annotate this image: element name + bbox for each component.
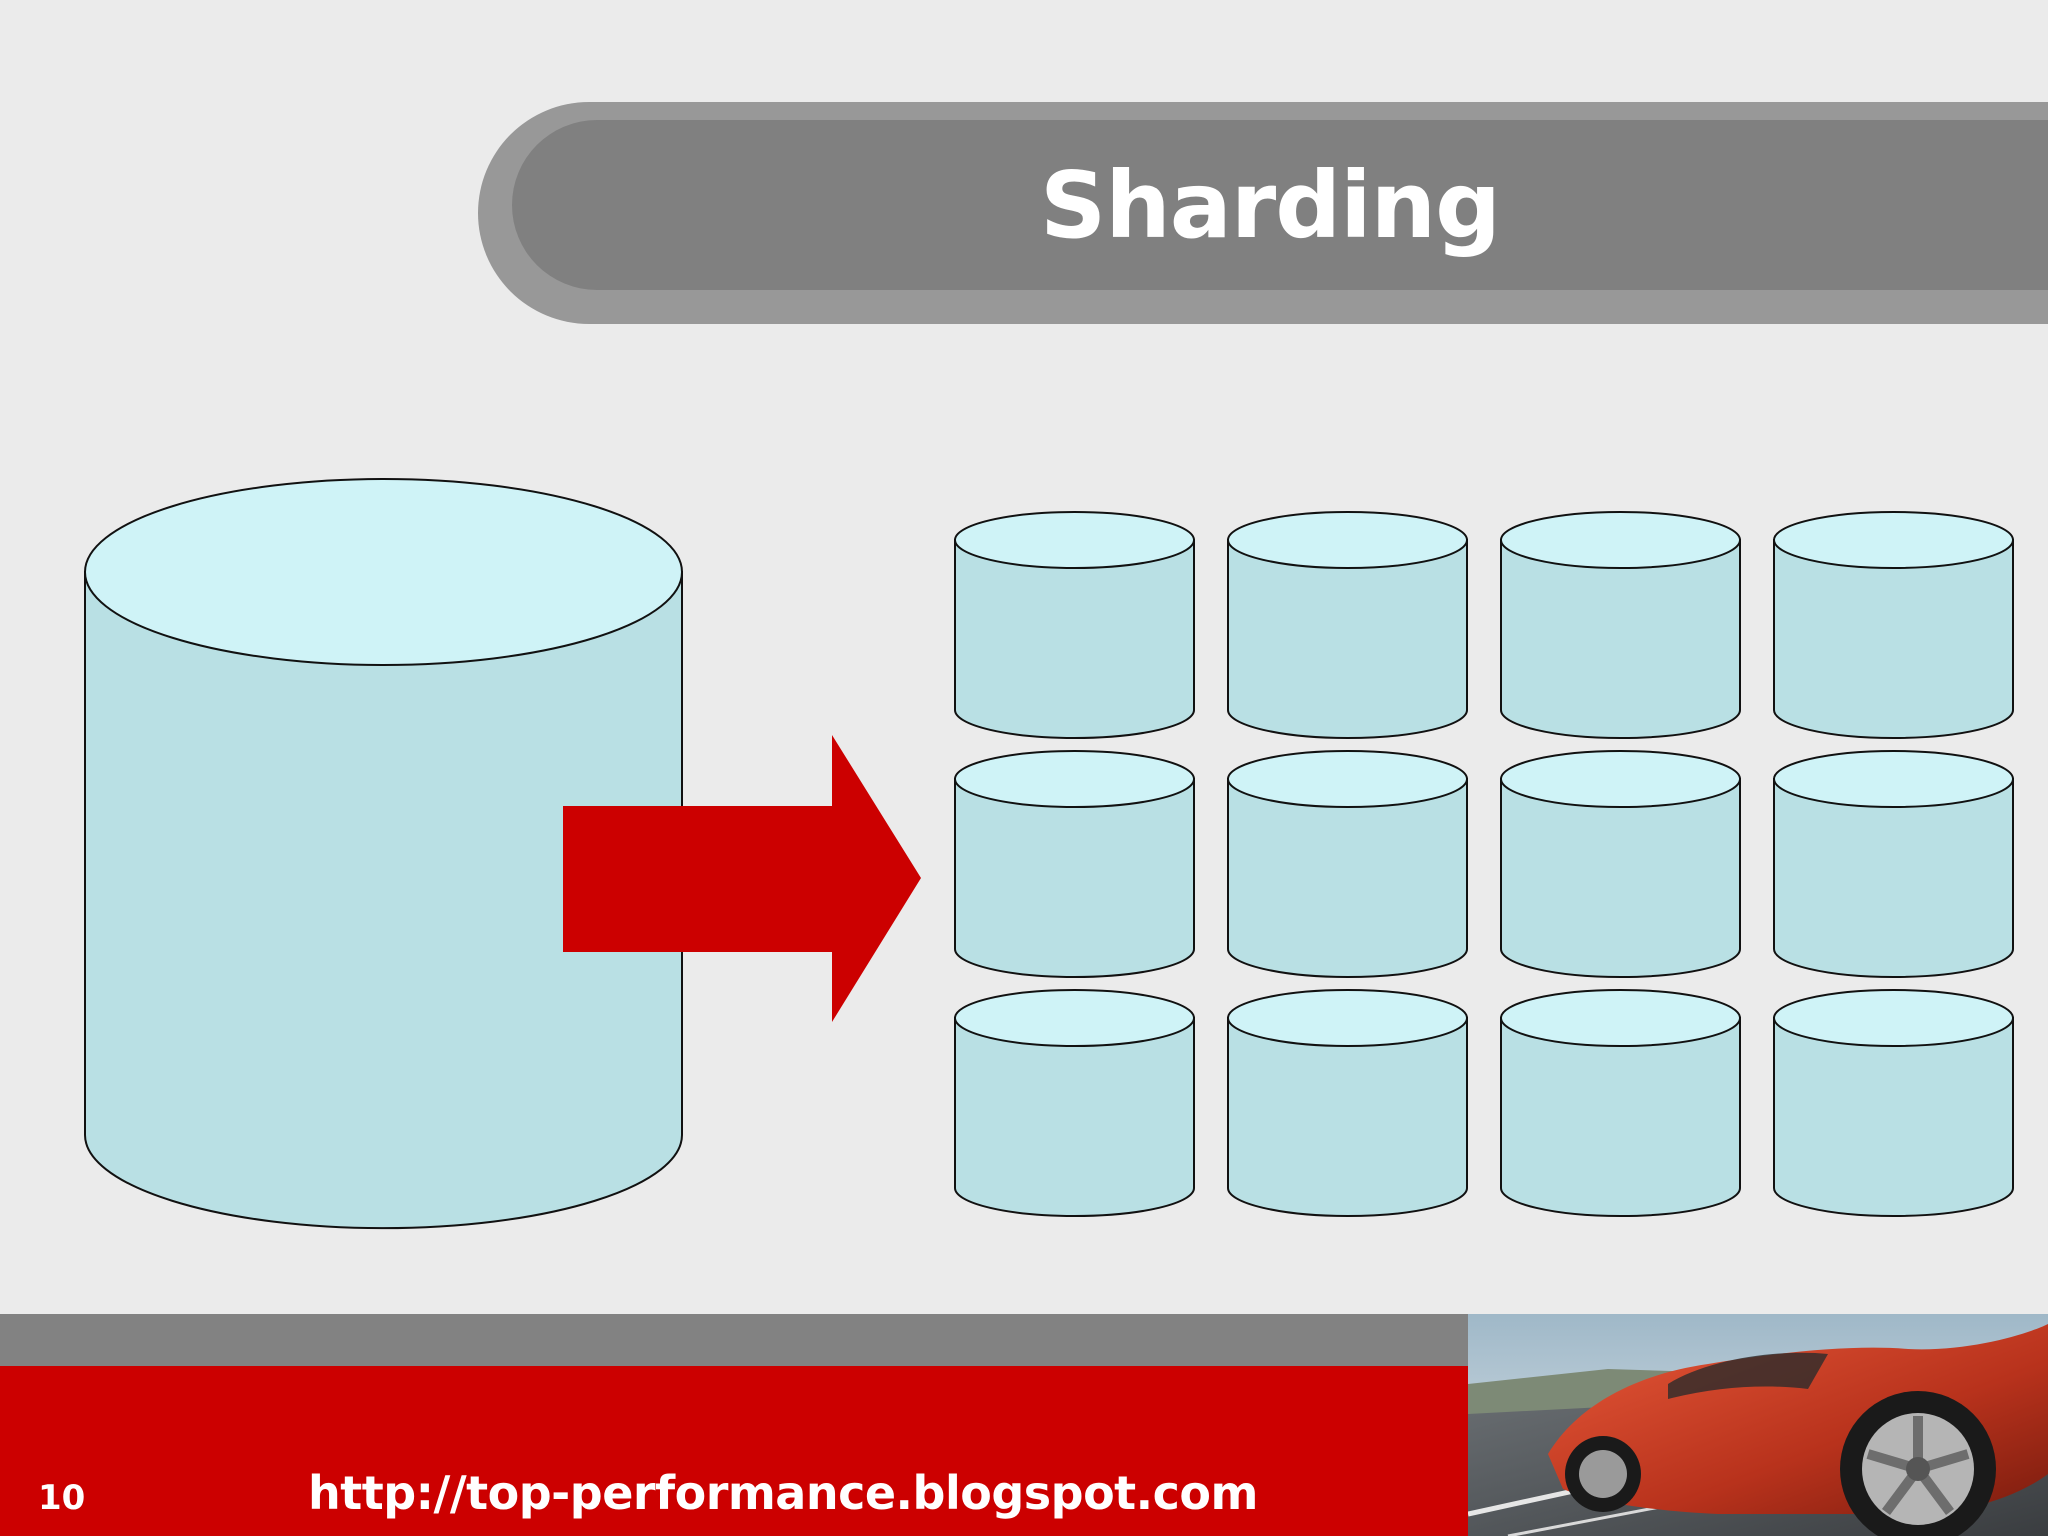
arrow-right-icon (563, 735, 921, 1022)
shard-database-icon (1227, 511, 1468, 739)
shard-database-icon (1773, 511, 2014, 739)
shard-database-icon (1773, 750, 2014, 978)
shard-database-icon (954, 989, 1195, 1217)
footer-gray-band (0, 1314, 1470, 1366)
shard-database-icon (1227, 989, 1468, 1217)
shard-database-icon (1773, 989, 2014, 1217)
page-number: 10 (38, 1478, 86, 1518)
footer-url: http://top-performance.blogspot.com (308, 1466, 1258, 1520)
footer-red-band (0, 1366, 1470, 1536)
shard-database-icon (954, 750, 1195, 978)
title-bar (512, 120, 2048, 290)
shard-database-icon (1500, 989, 1741, 1217)
shard-grid (954, 511, 2014, 1217)
sports-car-photo (1468, 1314, 2048, 1536)
large-database-icon (84, 478, 683, 1230)
slide-title: Sharding (1040, 151, 1501, 259)
shard-database-icon (1500, 511, 1741, 739)
shard-database-icon (1227, 750, 1468, 978)
shard-database-icon (1500, 750, 1741, 978)
shard-database-icon (954, 511, 1195, 739)
